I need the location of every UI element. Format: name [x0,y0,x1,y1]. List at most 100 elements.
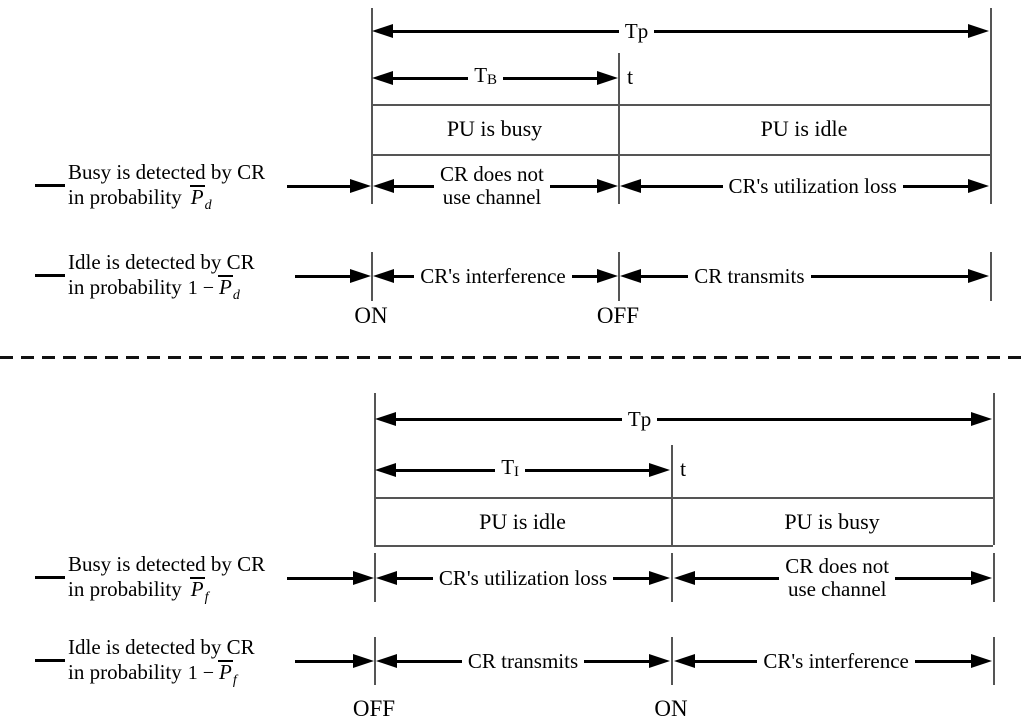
arrowhead-left-icon [375,412,396,426]
arrowhead-left-icon [373,179,394,193]
pu-idle-cell-bottom: PU is idle [479,509,566,534]
lead-arrow [295,268,371,284]
segment-arrow: CR transmits [376,649,671,673]
arrowhead-left-icon [375,463,396,477]
arrow-line [295,659,353,663]
desc-line2-text: in probability [68,275,182,299]
desc-line2-text: in probability [68,660,182,684]
segment-label-line: CR's utilization loss [728,173,897,198]
arrow-line [394,274,415,278]
arrow-line [287,184,350,188]
arrow-line [287,576,353,580]
vertical-line-on-bottom-tick [671,637,673,685]
arrowhead-right-icon [971,571,992,585]
arrowhead-left-icon [372,24,393,38]
tp-arrow-top: Tp [372,19,989,43]
vertical-line-off-bottom-tick [374,637,376,685]
arrow-line [393,29,619,33]
segment-label: CR's utilization loss [722,173,903,198]
prob-prefix: 1 − [187,277,215,299]
pu-box-bottom-line [371,154,990,156]
leader-dash [35,576,65,579]
arrowhead-left-icon [373,269,394,283]
vertical-line-end-bottom [993,393,995,545]
lead-arrow [287,178,371,194]
prob-base: P [218,275,233,299]
arrow-line [695,659,758,663]
arrowhead-right-icon [353,654,374,668]
lead-arrow [287,570,374,586]
prob-sub: f [232,673,237,689]
vertical-line-off-bottom [374,393,376,545]
prob-sub: d [204,198,212,214]
arrowhead-right-icon [597,179,618,193]
arrowhead-right-icon [350,269,371,283]
prob-sub: d [232,288,240,304]
segment-label-line: use channel [787,577,887,601]
arrow-line [914,659,971,663]
tb-sub: B [487,72,498,88]
arrowhead-left-icon [620,179,641,193]
arrowhead-left-icon [674,571,695,585]
arrowhead-right-icon [971,654,992,668]
vertical-line-on-bottom [671,445,673,545]
arrow-line [549,184,597,188]
vertical-line-end-bottom-tick [993,553,995,602]
t-label-bottom: t [680,456,687,481]
arrow-line [895,576,971,580]
arrowhead-left-icon [620,269,641,283]
leader-dash [35,659,65,662]
segment-label: CR's interference [414,263,572,288]
arrow-line [525,468,649,472]
tb-label: TB [468,63,504,92]
arrow-line [695,576,780,580]
arrowhead-right-icon [649,463,670,477]
tp-label-top: Tp [618,19,655,43]
ti-sub: I [514,464,520,480]
arrow-line [641,184,723,188]
segment-label-line: CR's interference [763,648,909,673]
arrowhead-right-icon [597,269,618,283]
arrow-line [503,76,597,80]
arrow-line [393,76,469,80]
vertical-line-end-top-tick [990,252,992,301]
arrow-line [902,184,968,188]
arrowhead-right-icon [971,412,992,426]
arrow-line [397,576,433,580]
segment-label-line: use channel [442,185,542,209]
segment-label-line: CR transmits [467,648,579,673]
tp-label-bottom: Tp [621,407,658,431]
arrowhead-right-icon [968,24,989,38]
arrowhead-right-icon [597,71,618,85]
tb-arrow-top: TB [372,64,618,92]
arrowhead-left-icon [372,71,393,85]
segment-arrow: CR transmits [620,264,989,288]
prob-sub: f [204,590,209,606]
arrowhead-right-icon [353,571,374,585]
segment-label: CR's interference [757,648,915,673]
desc-line1: Idle is detected by CR [68,250,255,274]
desc-line2-text: in probability [68,185,182,209]
arrowhead-right-icon [968,179,989,193]
segment-label-line: CR's interference [420,263,566,288]
pu-idle-cell-top: PU is idle [760,116,848,141]
arrow-line [295,274,350,278]
segment-label-line: CR does not [785,554,890,578]
pu-busy-cell-bottom: PU is busy [784,509,880,534]
arrowhead-left-icon [376,571,397,585]
ti-base: T [501,455,515,479]
segment-arrow: CR's interference [674,649,992,673]
ti-arrow-bottom: TI [375,456,670,484]
tb-base: T [474,63,488,87]
arrow-line [571,274,597,278]
prob-base: P [218,660,233,684]
